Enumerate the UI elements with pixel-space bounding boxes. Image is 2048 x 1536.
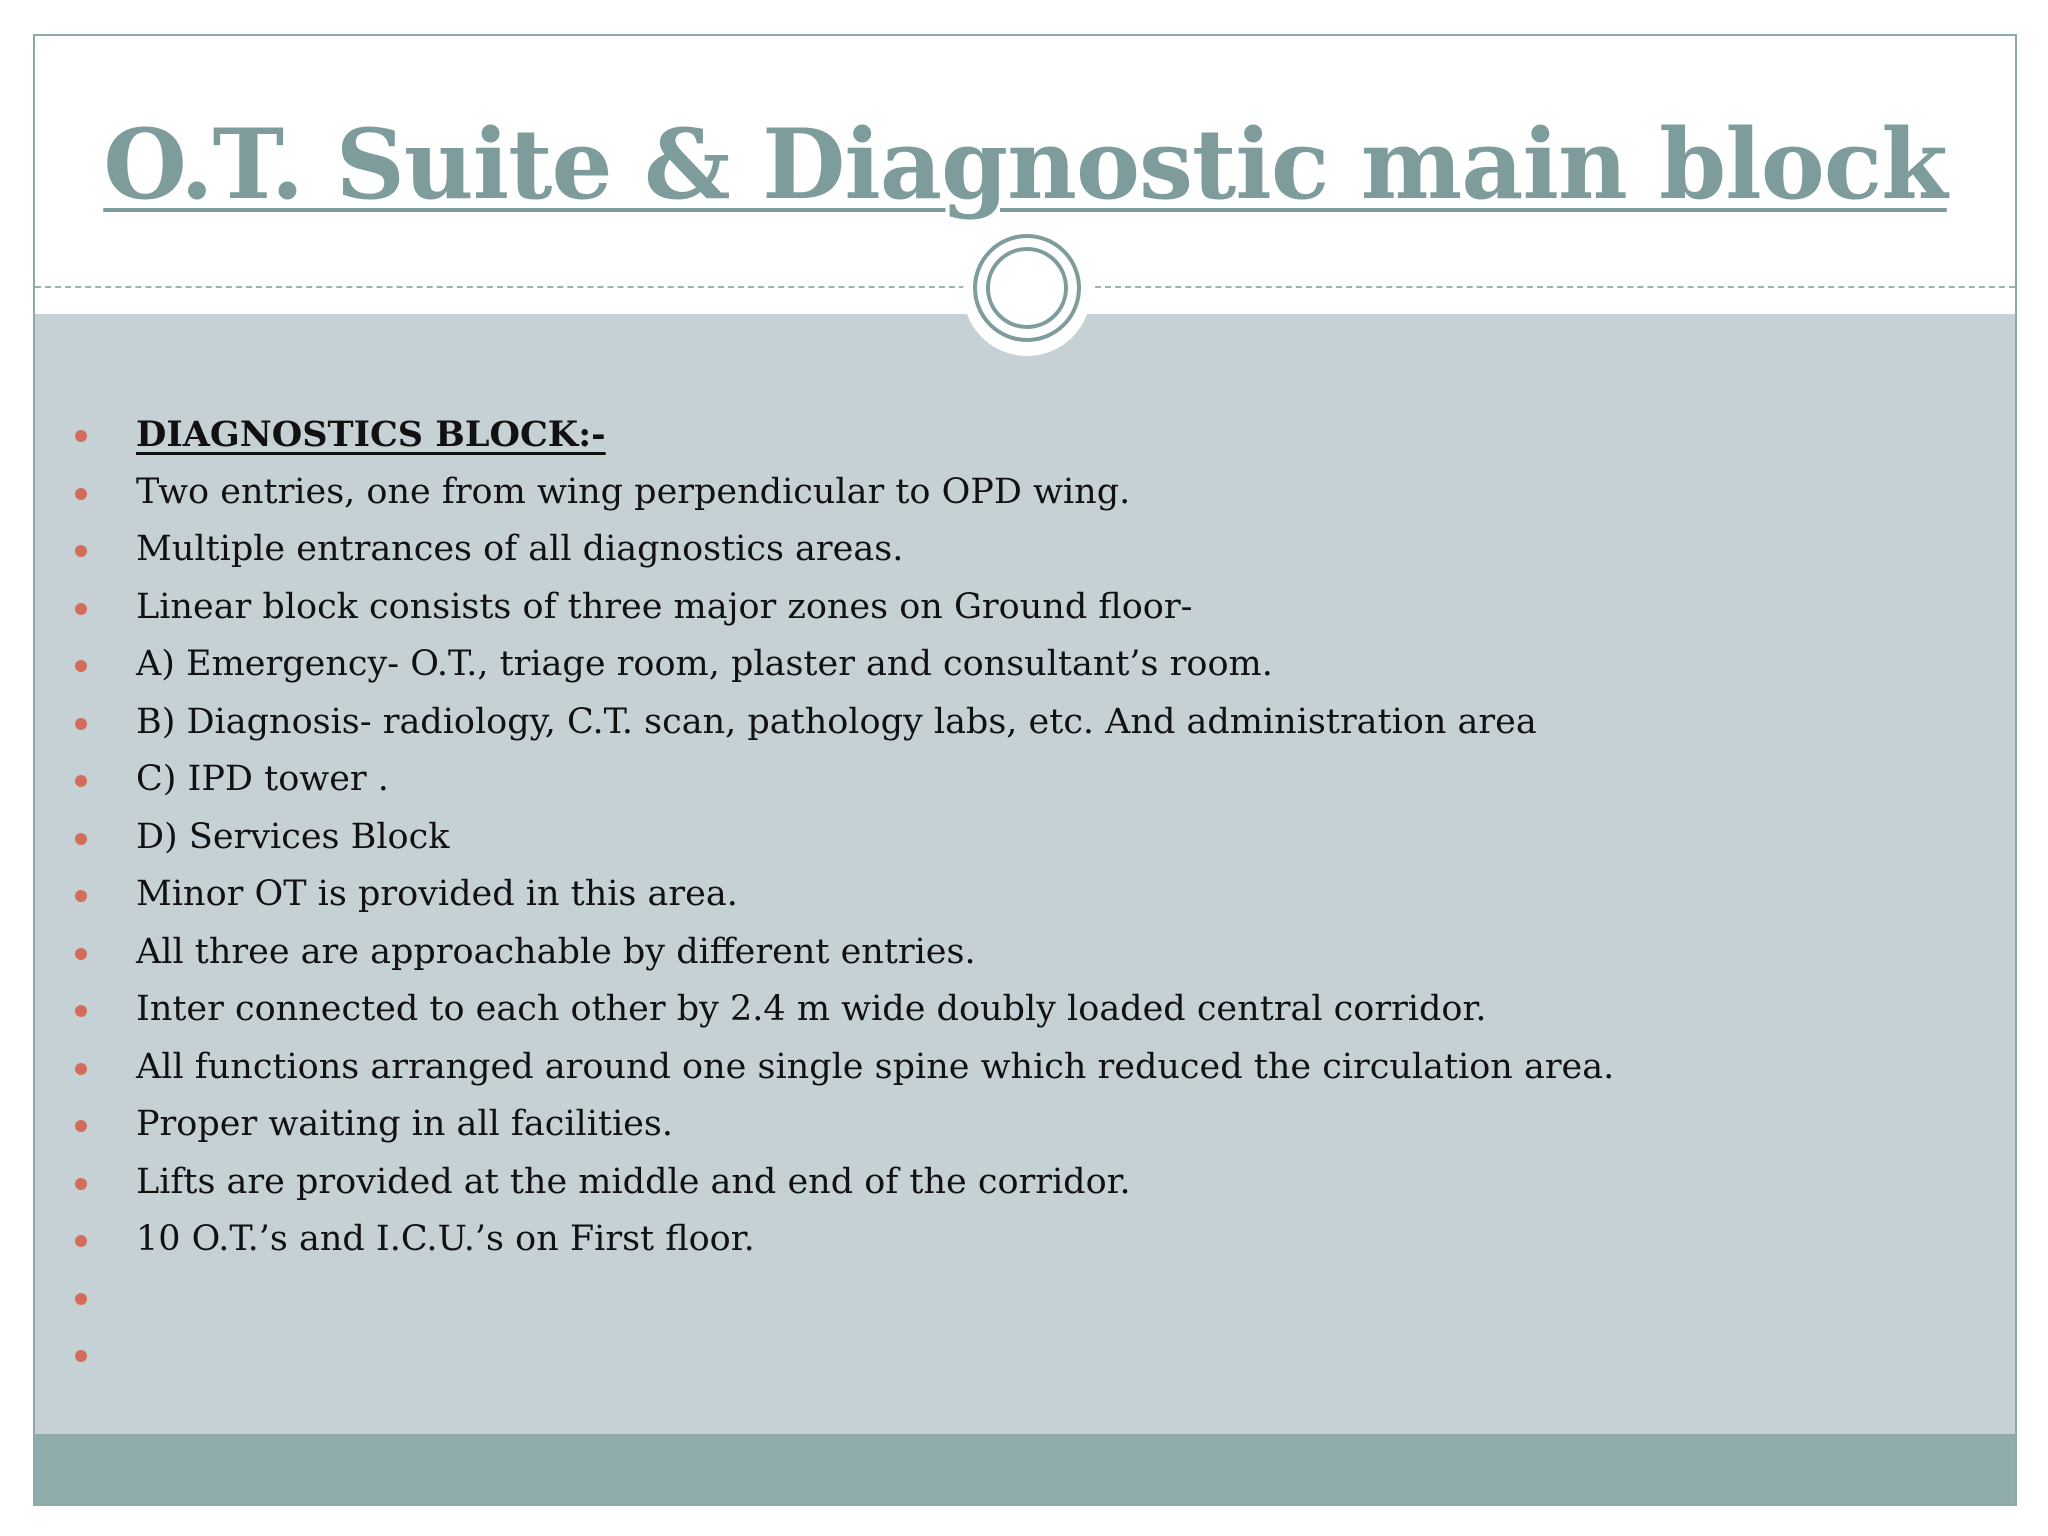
list-item-text: All three are approachable by different … — [136, 931, 976, 972]
list-item-text: Inter connected to each other by 2.4 m w… — [136, 989, 1487, 1029]
header-divider-right — [1095, 286, 2015, 288]
bullet-icon — [75, 1350, 87, 1362]
bullet-icon — [75, 430, 87, 442]
list-item-text: All functions arranged around one single… — [136, 1046, 1615, 1087]
circle-emblem-inner-ring — [986, 247, 1068, 329]
slide: O.T. Suite & Diagnostic main block DIAGN… — [33, 34, 2017, 1506]
section-heading: DIAGNOSTICS BLOCK:- — [136, 414, 606, 455]
bullet-icon — [75, 1062, 87, 1075]
bullet-icon — [75, 545, 87, 557]
list-item-text: B) Diagnosis- radiology, C.T. scan, path… — [136, 701, 1537, 742]
list-item: Linear block consists of three major zon… — [35, 579, 2015, 637]
list-item: A) Emergency- O.T., triage room, plaster… — [35, 636, 2015, 694]
list-item-text: A) Emergency- O.T., triage room, plaster… — [136, 644, 1273, 684]
header-divider-left — [35, 286, 965, 288]
list-item: B) Diagnosis- radiology, C.T. scan, path… — [35, 694, 2015, 752]
list-item: All functions arranged around one single… — [35, 1039, 2015, 1097]
bullet-icon — [75, 660, 87, 672]
list-item: D) Services Block — [35, 809, 2015, 867]
bullet-icon — [75, 1005, 87, 1017]
bullet-icon — [75, 947, 87, 960]
bullet-icon — [75, 1120, 87, 1132]
bullet-icon — [75, 602, 87, 615]
list-item: All three are approachable by different … — [35, 924, 2015, 982]
list-item: 10 O.T.’s and I.C.U.’s on First floor. — [35, 1211, 2015, 1269]
bullet-icon — [75, 1292, 87, 1305]
bullet-icon — [75, 890, 87, 902]
list-item — [35, 1269, 2015, 1327]
list-item: Multiple entrances of all diagnostics ar… — [35, 521, 2015, 579]
slide-title: O.T. Suite & Diagnostic main block — [103, 108, 1948, 221]
list-item: C) IPD tower . — [35, 751, 2015, 809]
circle-emblem-icon — [973, 234, 1081, 342]
list-item-text: Minor OT is provided in this area. — [136, 874, 738, 914]
bullet-icon — [75, 1177, 87, 1190]
list-item-text: Linear block consists of three major zon… — [136, 586, 1193, 627]
list-item: Proper waiting in all facilities. — [35, 1096, 2015, 1154]
list-item-text: C) IPD tower . — [136, 759, 389, 799]
list-item: Lifts are provided at the middle and end… — [35, 1154, 2015, 1212]
list-item-heading: DIAGNOSTICS BLOCK:- — [35, 406, 2015, 464]
bullet-icon — [75, 487, 87, 500]
list-item-text: 10 O.T.’s and I.C.U.’s on First floor. — [136, 1219, 755, 1259]
list-item: Inter connected to each other by 2.4 m w… — [35, 981, 2015, 1039]
bullet-icon — [75, 775, 87, 787]
bullet-icon — [75, 832, 87, 845]
list-item-text: Multiple entrances of all diagnostics ar… — [136, 529, 904, 569]
footer-bar — [35, 1434, 2015, 1504]
bullet-icon — [75, 1235, 87, 1247]
list-item — [35, 1326, 2015, 1384]
list-item-text: Proper waiting in all facilities. — [136, 1104, 673, 1144]
list-item-text: Lifts are provided at the middle and end… — [136, 1161, 1131, 1202]
list-item-text: Two entries, one from wing perpendicular… — [136, 471, 1131, 512]
bullet-icon — [75, 717, 87, 730]
list-item: Two entries, one from wing perpendicular… — [35, 464, 2015, 522]
bullet-list: DIAGNOSTICS BLOCK:- Two entries, one fro… — [35, 406, 2015, 1384]
list-item-text: D) Services Block — [136, 816, 450, 857]
list-item: Minor OT is provided in this area. — [35, 866, 2015, 924]
